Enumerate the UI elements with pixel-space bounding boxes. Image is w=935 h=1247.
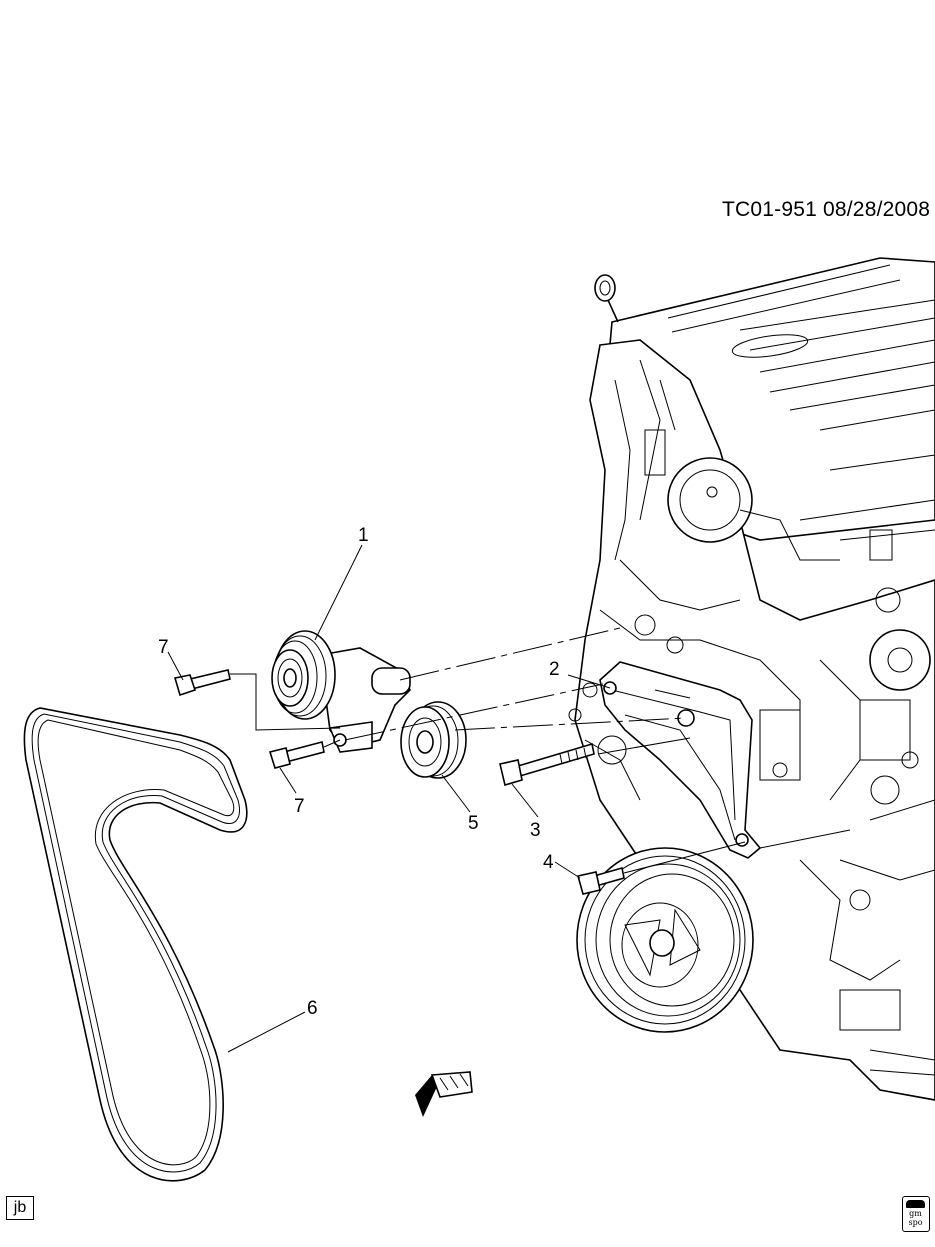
callout-3: 3 xyxy=(530,820,541,841)
part-1-belt-tensioner xyxy=(271,630,411,753)
callout-2: 2 xyxy=(549,659,560,680)
part-7-bolt-upper xyxy=(173,669,231,697)
part-6-drive-belt xyxy=(23,707,248,1182)
part-3-bolt xyxy=(499,742,595,787)
callout-5: 5 xyxy=(468,813,479,834)
part-2-tensioner-bracket xyxy=(599,661,762,859)
callout-4: 4 xyxy=(543,852,554,873)
part-5-idler-pulley xyxy=(400,701,467,779)
callout-leaders xyxy=(167,544,611,1053)
drawing-reference-id: TC01-951 08/28/2008 xyxy=(722,198,931,221)
front-view-arrow-icon xyxy=(415,1071,473,1117)
part-7-bolt-lower xyxy=(268,741,325,769)
callout-7-upper: 7 xyxy=(158,637,169,658)
crankshaft-balancer xyxy=(576,847,754,1033)
callout-7-lower: 7 xyxy=(294,796,305,817)
engine-block xyxy=(568,257,935,1101)
alignment-lines xyxy=(230,627,851,874)
illustrator-initials-box: jb xyxy=(6,1196,34,1220)
callout-6: 6 xyxy=(307,998,318,1019)
callout-1: 1 xyxy=(358,525,369,546)
part-4-bolt xyxy=(577,866,625,895)
